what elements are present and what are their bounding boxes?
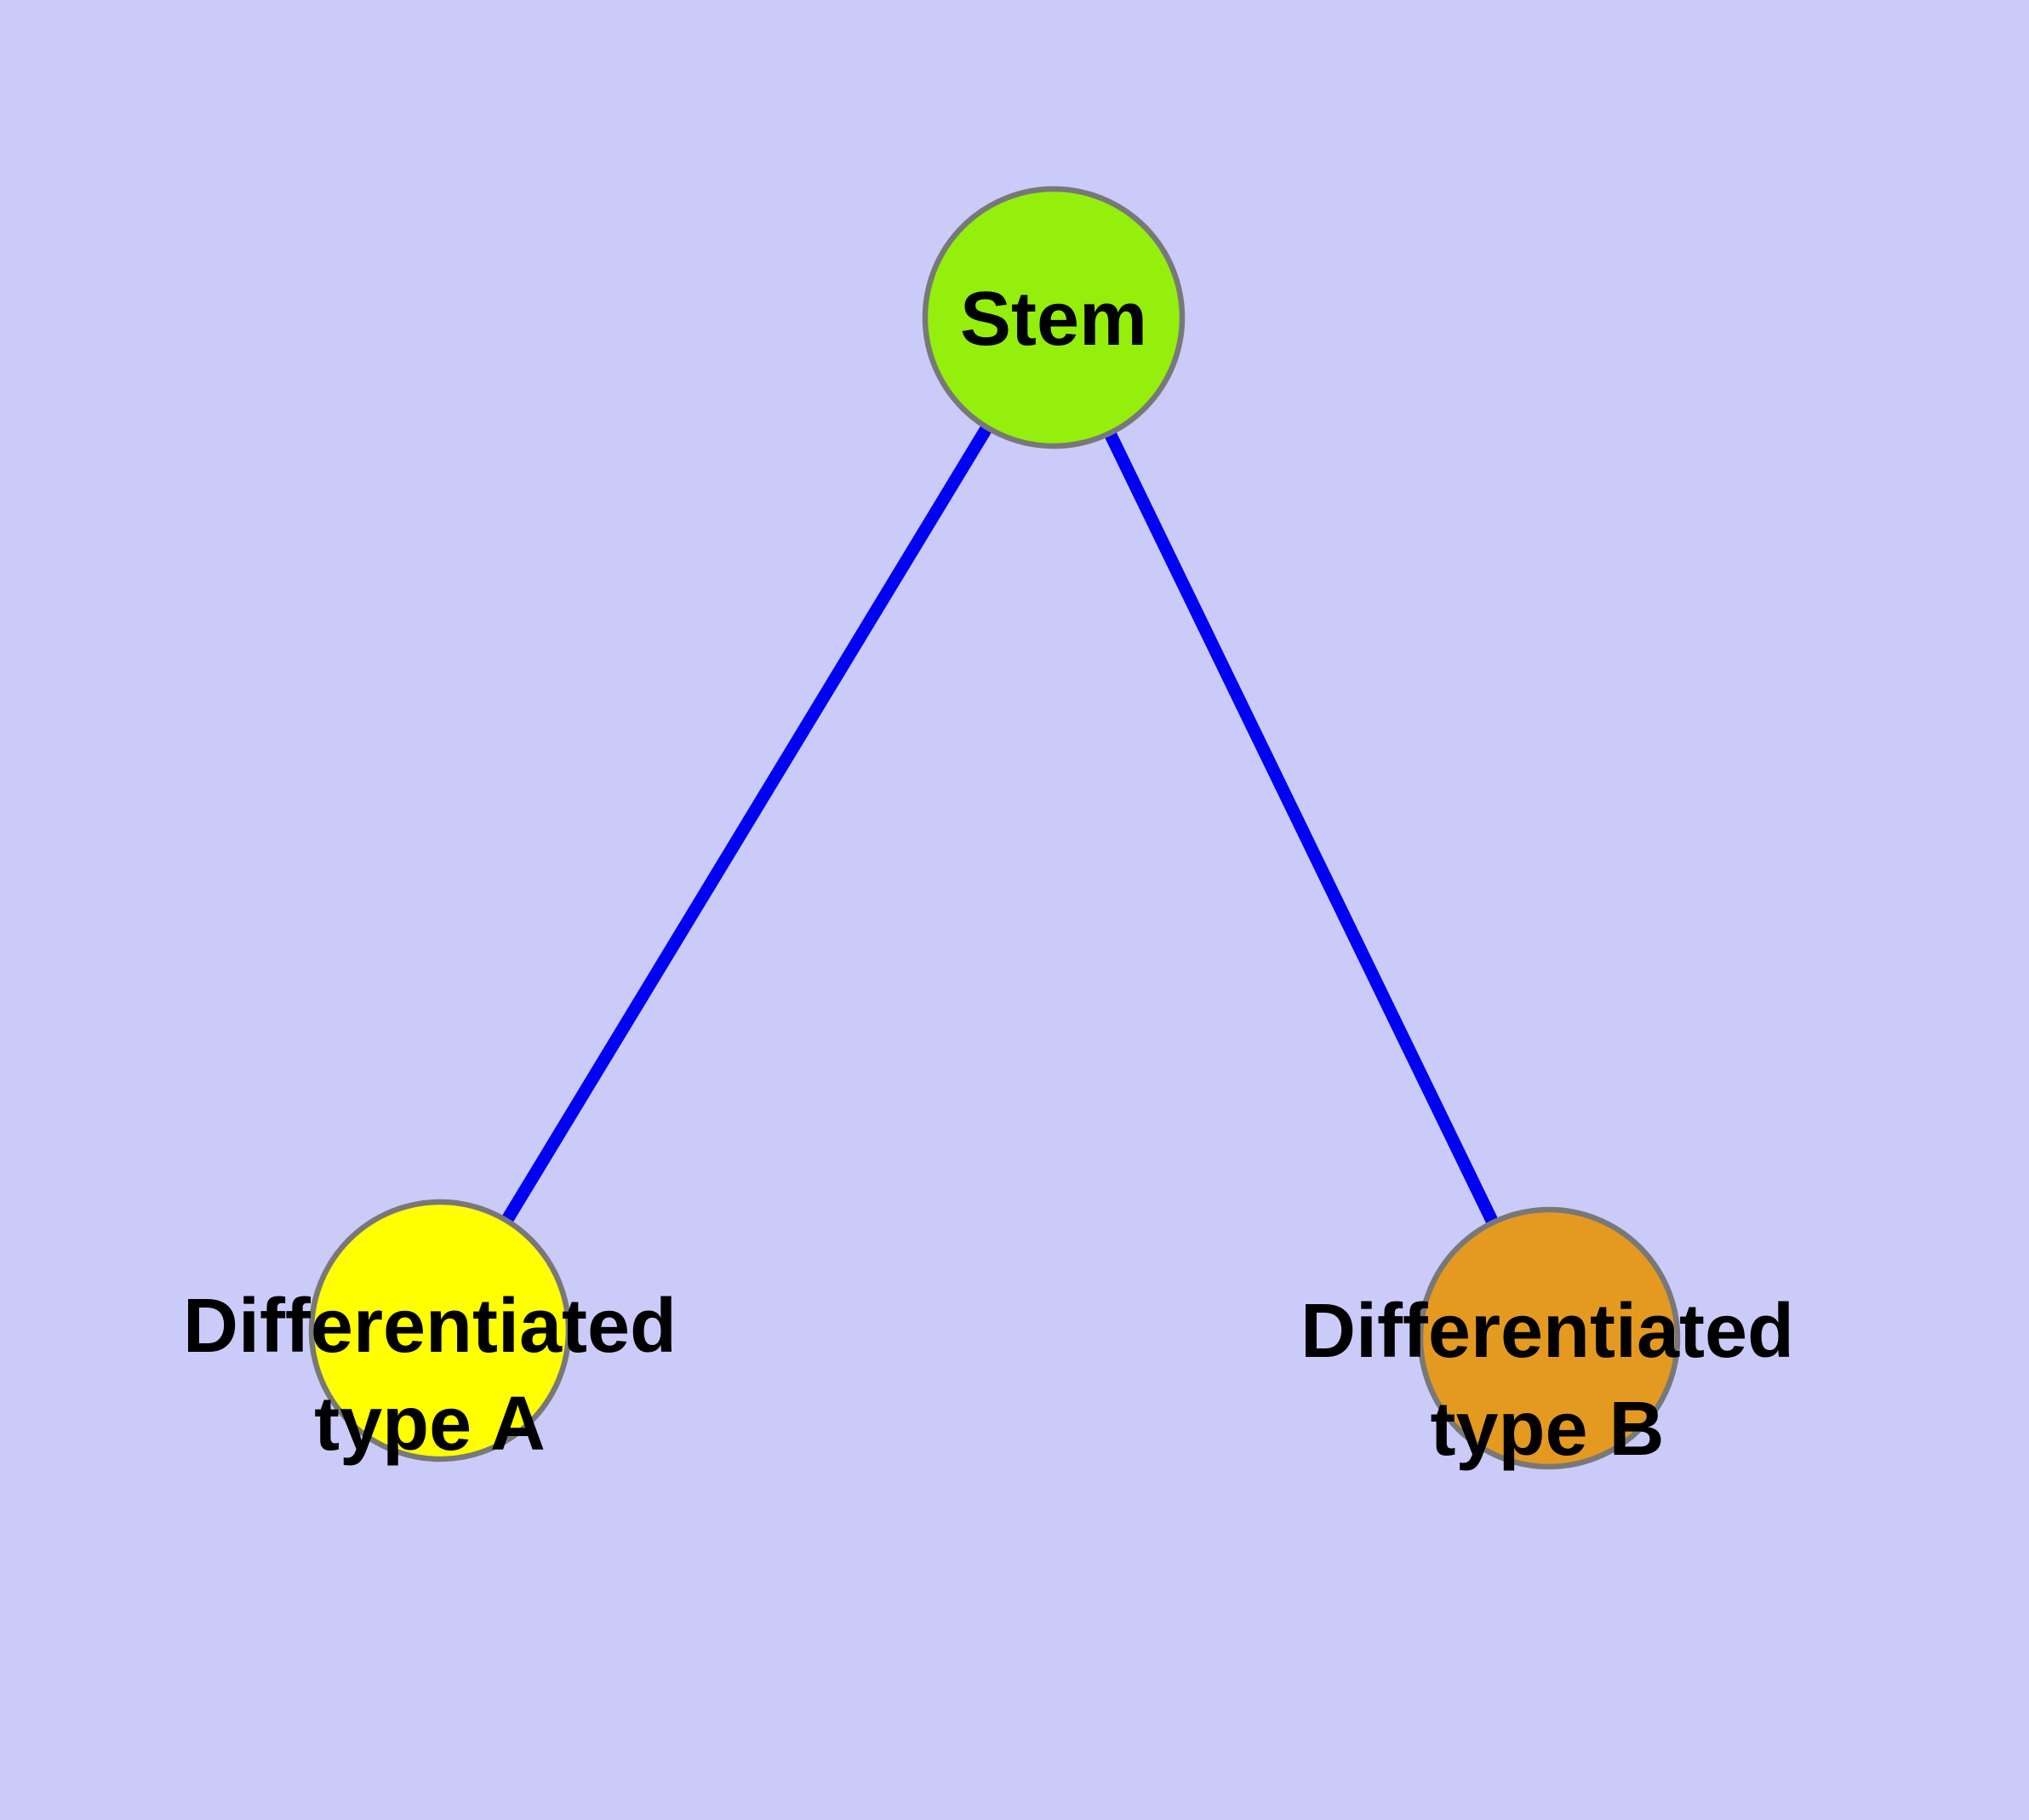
node-type-b-label-line2: type B xyxy=(1430,1387,1664,1472)
node-type-b-circle xyxy=(1417,1206,1681,1470)
node-type-a-circle xyxy=(308,1199,572,1462)
node-type-b-label-line1: Differentiated xyxy=(1300,1289,1794,1374)
node-stem-label: Stem xyxy=(960,277,1147,362)
edge-stem-to-type-a xyxy=(434,314,1060,1334)
node-stem-circle xyxy=(922,186,1186,449)
node-type-a-label-line2: type A xyxy=(314,1382,546,1467)
node-type-a-label-line1: Differentiated xyxy=(183,1284,677,1369)
edge-stem-to-type-b xyxy=(1048,314,1555,1342)
